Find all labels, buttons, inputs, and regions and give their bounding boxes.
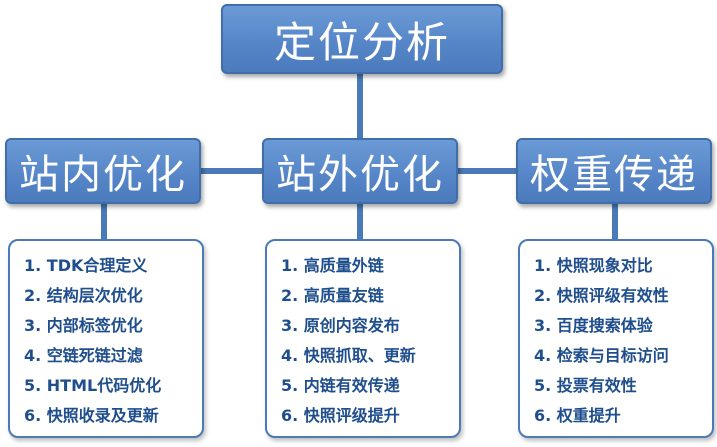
list-item: 5. 投票有效性 xyxy=(534,376,637,395)
list-item: 6. 权重提升 xyxy=(534,406,621,425)
list-item: 6. 快照收录及更新 xyxy=(24,406,159,425)
connector-top-vertical xyxy=(357,74,363,140)
list-item: 1. TDK合理定义 xyxy=(24,256,148,275)
category-node-onsite: 站内优化 xyxy=(5,138,201,204)
list-item: 3. 内部标签优化 xyxy=(24,316,143,335)
list-offsite: 1. 高质量外链 2. 高质量友链 3. 原创内容发布 4. 快照抓取、更新 5… xyxy=(265,239,461,438)
category-node-offsite: 站外优化 xyxy=(262,138,458,204)
list-item: 6. 快照评级提升 xyxy=(281,406,400,425)
connector-horizontal-right xyxy=(456,168,518,174)
list-weight: 1. 快照现象对比 2. 快照评级有效性 3. 百度搜索体验 4. 检索与目标访… xyxy=(518,239,714,438)
category-node-weight: 权重传递 xyxy=(516,138,712,204)
list-item: 1. 高质量外链 xyxy=(281,256,384,275)
list-item: 5. HTML代码优化 xyxy=(24,376,162,395)
list-item: 4. 快照抓取、更新 xyxy=(281,346,416,365)
list-item: 2. 快照评级有效性 xyxy=(534,286,669,305)
list-item: 3. 百度搜索体验 xyxy=(534,316,653,335)
list-item: 4. 空链死链过滤 xyxy=(24,346,143,365)
list-item: 3. 原创内容发布 xyxy=(281,316,400,335)
connector-left-vertical xyxy=(101,204,107,241)
list-onsite: 1. TDK合理定义 2. 结构层次优化 3. 内部标签优化 4. 空链死链过滤… xyxy=(8,239,204,438)
list-item: 2. 结构层次优化 xyxy=(24,286,143,305)
connector-horizontal-left xyxy=(200,168,264,174)
connector-mid-vertical xyxy=(357,204,363,241)
connector-right-vertical xyxy=(612,204,618,241)
list-item: 5. 内链有效传递 xyxy=(281,376,400,395)
list-item: 1. 快照现象对比 xyxy=(534,256,653,275)
list-item: 2. 高质量友链 xyxy=(281,286,384,305)
list-item: 4. 检索与目标访问 xyxy=(534,346,669,365)
top-node: 定位分析 xyxy=(221,4,503,74)
